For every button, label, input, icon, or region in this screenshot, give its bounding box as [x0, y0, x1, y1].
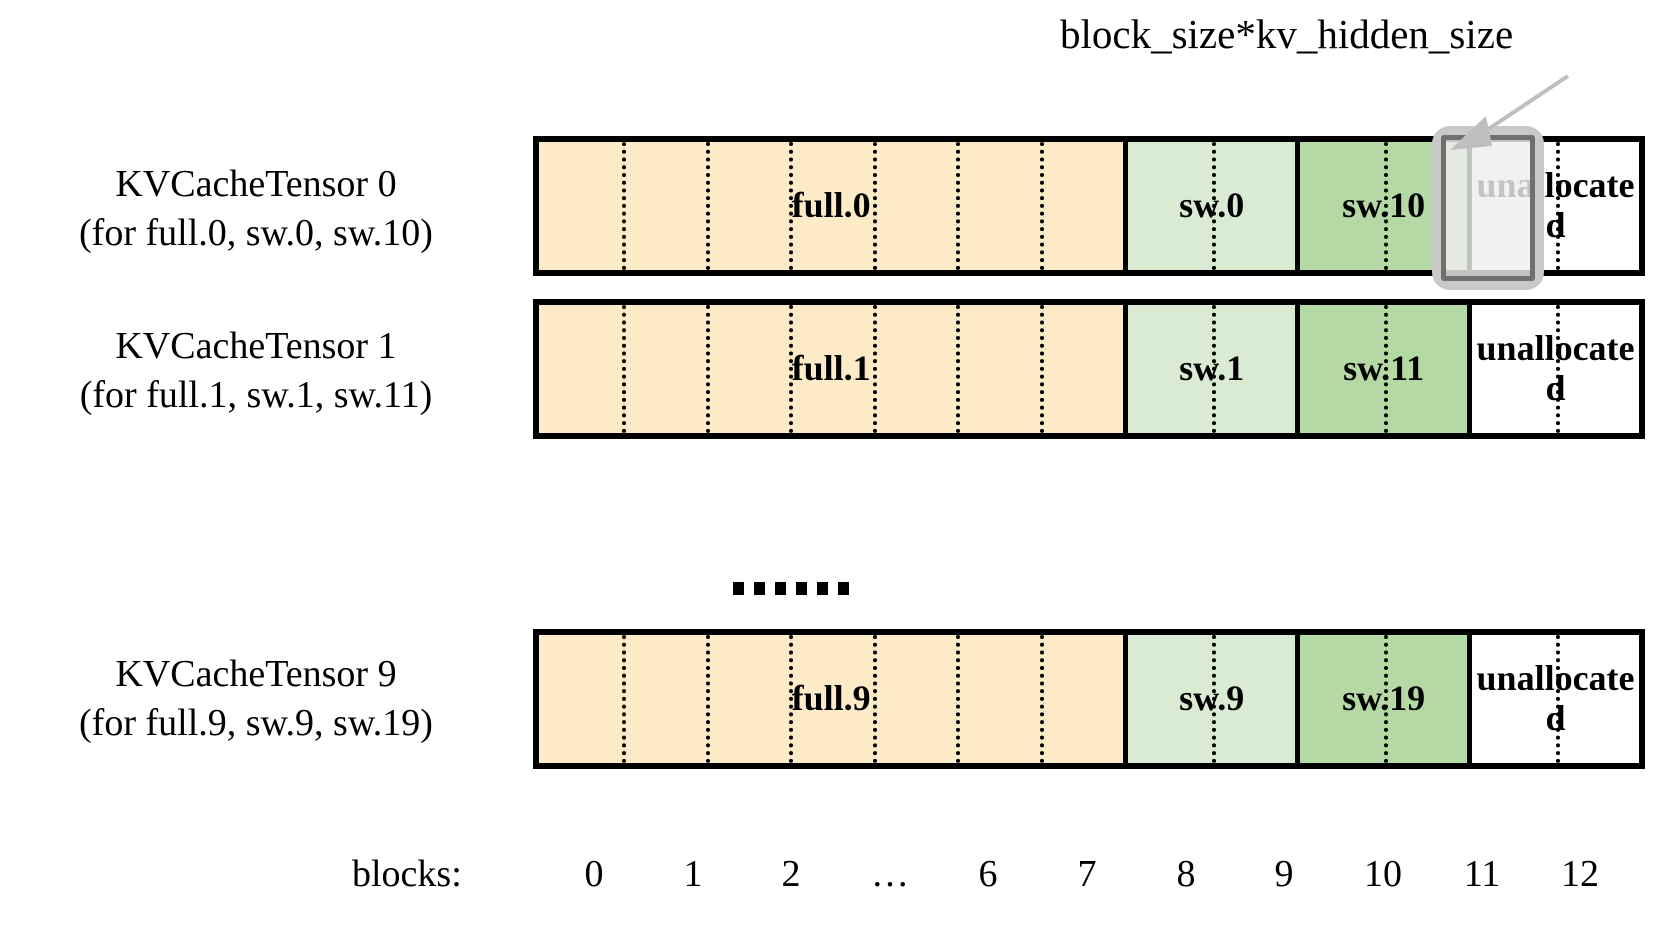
row-title: KVCacheTensor 1: [115, 325, 397, 367]
segment-unallocated[interactable]: unallocated: [1472, 305, 1639, 433]
segment-full[interactable]: full.1: [539, 305, 1129, 433]
axis-tick-8: 10: [1364, 853, 1402, 895]
blocks-axis: blocks: 0 1 2 … 6 7 8 9 10 11 12: [0, 853, 1676, 911]
axis-tick-1: 1: [683, 853, 703, 895]
segment-label: sw.19: [1342, 678, 1426, 719]
kv-cache-tensor-bar-1[interactable]: full.1 sw.1 sw.11 unallocated: [533, 299, 1645, 439]
kv-cache-tensor-bar-9[interactable]: full.9 sw.9 sw.19 unallocated: [533, 629, 1645, 769]
segment-label: unallocated: [1476, 328, 1635, 408]
annotation-label: block_size*kv_hidden_size: [1060, 11, 1514, 57]
row-label-tensor-9: KVCacheTensor 9 (for full.9, sw.9, sw.19…: [0, 650, 512, 747]
segment-sw-light[interactable]: sw.0: [1128, 142, 1301, 270]
axis-tick-4: 6: [978, 853, 998, 895]
axis-title: blocks:: [352, 853, 462, 895]
kv-cache-tensor-bar-0[interactable]: full.0 sw.0 sw.10 unallocated: [533, 136, 1645, 276]
segment-sw-dark[interactable]: sw.10: [1300, 142, 1473, 270]
axis-tick-9: 11: [1463, 853, 1501, 895]
axis-tick-10: 12: [1561, 853, 1599, 895]
segment-label: full.1: [791, 348, 871, 389]
segment-sw-dark[interactable]: sw.19: [1300, 635, 1473, 763]
row-subtitle: (for full.0, sw.0, sw.10): [79, 211, 433, 254]
vertical-ellipsis: [733, 582, 849, 595]
row-title: KVCacheTensor 0: [115, 163, 397, 205]
axis-tick-2: 2: [781, 853, 801, 895]
segment-unallocated[interactable]: unallocated: [1472, 142, 1639, 270]
axis-tick-6: 8: [1176, 853, 1196, 895]
row-subtitle: (for full.1, sw.1, sw.11): [79, 373, 433, 416]
segment-label: full.9: [791, 678, 871, 719]
segment-label: sw.10: [1342, 185, 1426, 226]
row-label-tensor-0: KVCacheTensor 0 (for full.0, sw.0, sw.10…: [0, 160, 512, 257]
segment-sw-light[interactable]: sw.1: [1128, 305, 1301, 433]
row-subtitle: (for full.9, sw.9, sw.19): [79, 701, 433, 744]
segment-full[interactable]: full.9: [539, 635, 1129, 763]
axis-tick-0: 0: [584, 853, 604, 895]
segment-label: sw.1: [1179, 348, 1245, 389]
segment-sw-light[interactable]: sw.9: [1128, 635, 1301, 763]
segment-label: sw.0: [1179, 185, 1245, 226]
segment-sw-dark[interactable]: sw.11: [1300, 305, 1473, 433]
segment-unallocated[interactable]: unallocated: [1472, 635, 1639, 763]
segment-label: full.0: [791, 185, 871, 226]
segment-label: unallocated: [1476, 658, 1635, 738]
segment-full[interactable]: full.0: [539, 142, 1129, 270]
segment-label: unallocated: [1476, 165, 1635, 245]
axis-tick-3: …: [871, 853, 909, 895]
segment-label: sw.11: [1343, 348, 1425, 389]
row-title: KVCacheTensor 9: [115, 653, 397, 695]
axis-tick-5: 7: [1077, 853, 1097, 895]
row-label-tensor-1: KVCacheTensor 1 (for full.1, sw.1, sw.11…: [0, 322, 512, 419]
segment-label: sw.9: [1179, 678, 1245, 719]
axis-tick-7: 9: [1274, 853, 1294, 895]
